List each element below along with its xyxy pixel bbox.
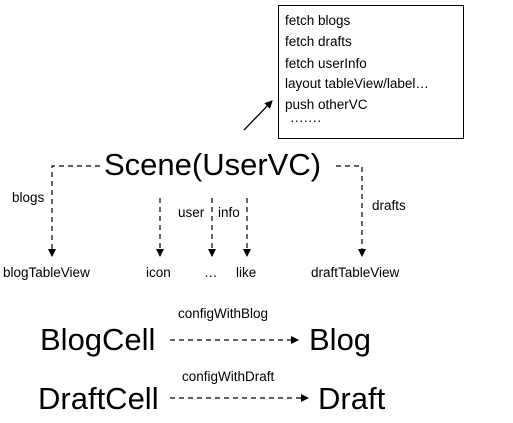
method-label-config-with-blog: configWithBlog (178, 306, 269, 321)
node-blog-table-view: blogTableView (3, 265, 90, 280)
responsibilities-note: fetch blogs fetch drafts fetch userInfo … (278, 5, 464, 139)
note-line-ellipsis: ······· (290, 113, 322, 128)
model-blog: Blog (309, 322, 372, 357)
cell-draftcell: DraftCell (38, 381, 159, 416)
cell-blogcell: BlogCell (40, 322, 156, 357)
scene-to-note-arrow (243, 100, 273, 131)
drafts-connector (336, 165, 366, 257)
note-line-layout: layout tableView/label… (285, 76, 429, 91)
node-icon: icon (146, 265, 171, 280)
method-label-config-with-draft: configWithDraft (182, 369, 275, 384)
edge-label-blogs: blogs (12, 190, 45, 205)
note-line-fetch-drafts: fetch drafts (285, 34, 352, 49)
blogs-connector (48, 165, 100, 257)
edge-label-drafts: drafts (372, 198, 406, 213)
node-draft-table-view: draftTableView (311, 265, 400, 280)
node-ellipsis: … (204, 265, 218, 280)
node-like: like (236, 265, 257, 280)
note-line-fetch-blogs: fetch blogs (285, 13, 351, 28)
edge-label-user: user (178, 205, 205, 220)
model-draft: Draft (318, 381, 386, 416)
note-line-fetch-userinfo: fetch userInfo (285, 56, 367, 71)
edge-label-info: info (218, 205, 240, 220)
scene-title: Scene(UserVC) (104, 147, 322, 182)
note-line-push-othervc: push otherVC (285, 97, 368, 112)
